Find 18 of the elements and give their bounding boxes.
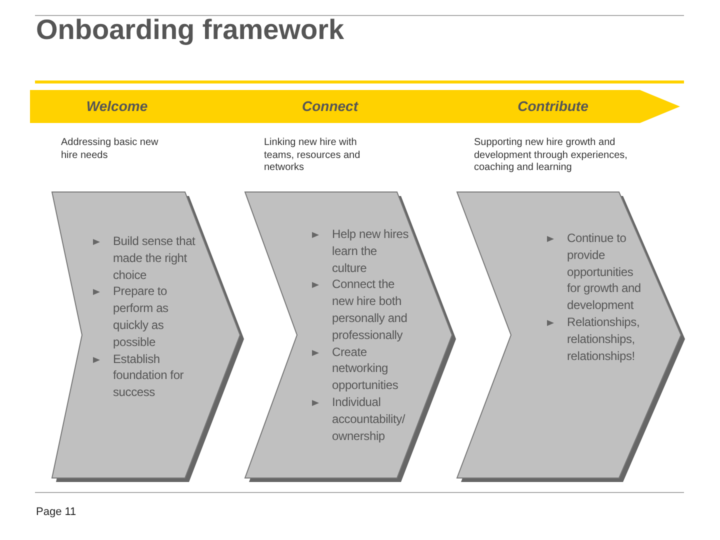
phase-heading: Connect xyxy=(302,98,358,114)
bullet-item: Prepare to perform as quickly as possible xyxy=(90,283,205,351)
phase-description: Supporting new hire growth and development through experiences, coaching and learning xyxy=(474,137,628,175)
bullet-item: Relationships, relationships, relationships! xyxy=(544,314,644,364)
bullet-item: Continue to provide opportunities for growth and development xyxy=(544,230,644,314)
phase-description: Linking new hire with teams, resources and networks xyxy=(264,137,362,175)
title: Onboarding framework xyxy=(36,14,344,46)
phase-description: Addressing basic new hire needs xyxy=(61,137,160,162)
bullet-item: Connect the new hire both personally and professionally xyxy=(309,276,409,344)
bullet-item: Build sense that made the right choice xyxy=(90,233,205,284)
banner-arrow xyxy=(30,90,680,123)
bullet-item: Individual accountability/ ownership xyxy=(309,394,409,444)
phase-heading: Contribute xyxy=(518,98,588,114)
bullet-item: Help new hires learn the culture xyxy=(309,226,409,276)
bullet-item: Establish foundation for success xyxy=(90,350,205,401)
phase-heading: Welcome xyxy=(86,98,148,114)
bullet-item: Create networking opportunities xyxy=(309,344,409,394)
page-number: Page 11 xyxy=(36,506,78,518)
